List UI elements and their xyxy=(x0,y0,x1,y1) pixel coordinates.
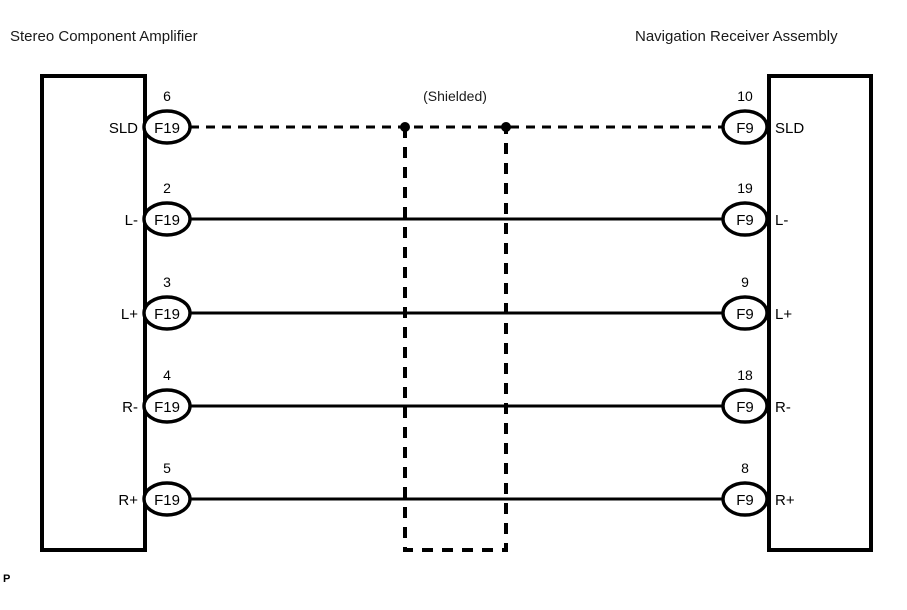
right-pin-number-l-plus: 9 xyxy=(741,274,749,290)
right-connector-ellipse-r-minus[interactable] xyxy=(721,388,769,424)
right-pin-number-sld: 10 xyxy=(737,88,753,104)
left-pin-number-l-plus: 3 xyxy=(163,274,171,290)
junction-dot-shield-right xyxy=(501,122,511,132)
left-component-title: Stereo Component Amplifier xyxy=(10,28,198,45)
connection-row-r-plus: R+ 5 F19 8 F9 R+ xyxy=(118,460,795,517)
left-connector-ellipse-r-minus[interactable] xyxy=(142,388,192,424)
right-pin-number-l-minus: 19 xyxy=(737,180,753,196)
right-signal-label-l-plus: L+ xyxy=(775,306,792,323)
connection-row-r-minus: R- 4 F19 18 F9 R- xyxy=(122,367,791,424)
left-connector-ellipse-r-plus[interactable] xyxy=(142,481,192,517)
shield-enclosure-outline xyxy=(403,127,508,552)
left-connector-ellipse-sld[interactable] xyxy=(142,109,192,145)
right-component-title: Navigation Receiver Assembly xyxy=(635,28,838,45)
left-pin-number-r-plus: 5 xyxy=(163,460,171,476)
right-connector-ellipse-sld[interactable] xyxy=(721,109,769,145)
left-signal-label-r-minus: R- xyxy=(122,399,138,416)
right-connector-code-sld: F9 xyxy=(736,120,754,137)
right-connector-code-l-plus: F9 xyxy=(736,306,754,323)
right-connector-code-r-plus: F9 xyxy=(736,492,754,509)
left-pin-number-sld: 6 xyxy=(163,88,171,104)
connection-row-l-plus: L+ 3 F19 9 F9 L+ xyxy=(121,274,792,331)
left-signal-label-sld: SLD xyxy=(109,120,138,137)
left-connector-code-sld: F19 xyxy=(154,120,180,137)
right-connector-code-l-minus: F9 xyxy=(736,212,754,229)
connection-row-sld: SLD 6 F19 10 F9 SLD xyxy=(109,88,804,145)
left-pin-number-l-minus: 2 xyxy=(163,180,171,196)
right-connector-ellipse-l-plus[interactable] xyxy=(721,295,769,331)
right-pin-number-r-plus: 8 xyxy=(741,460,749,476)
left-connector-code-r-plus: F19 xyxy=(154,492,180,509)
right-signal-label-l-minus: L- xyxy=(775,212,788,229)
right-connector-ellipse-l-minus[interactable] xyxy=(721,201,769,237)
left-signal-label-l-minus: L- xyxy=(125,212,138,229)
left-connector-code-l-plus: F19 xyxy=(154,306,180,323)
left-signal-label-r-plus: R+ xyxy=(118,492,138,509)
right-pin-number-r-minus: 18 xyxy=(737,367,753,383)
right-component-box xyxy=(767,74,873,552)
left-connector-ellipse-l-plus[interactable] xyxy=(142,295,192,331)
connection-row-l-minus: L- 2 F19 19 F9 L- xyxy=(125,180,788,237)
right-signal-label-r-plus: R+ xyxy=(775,492,795,509)
junction-dot-shield-left xyxy=(400,122,410,132)
left-connector-code-l-minus: F19 xyxy=(154,212,180,229)
page-corner-mark: P xyxy=(3,573,10,585)
left-pin-number-r-minus: 4 xyxy=(163,367,171,383)
right-signal-label-sld: SLD xyxy=(775,120,804,137)
shielded-label: (Shielded) xyxy=(423,88,487,104)
left-component-box xyxy=(40,74,147,552)
right-connector-ellipse-r-plus[interactable] xyxy=(721,481,769,517)
right-signal-label-r-minus: R- xyxy=(775,399,791,416)
left-connector-ellipse-l-minus[interactable] xyxy=(142,201,192,237)
right-connector-code-r-minus: F9 xyxy=(736,399,754,416)
left-signal-label-l-plus: L+ xyxy=(121,306,138,323)
left-connector-code-r-minus: F19 xyxy=(154,399,180,416)
